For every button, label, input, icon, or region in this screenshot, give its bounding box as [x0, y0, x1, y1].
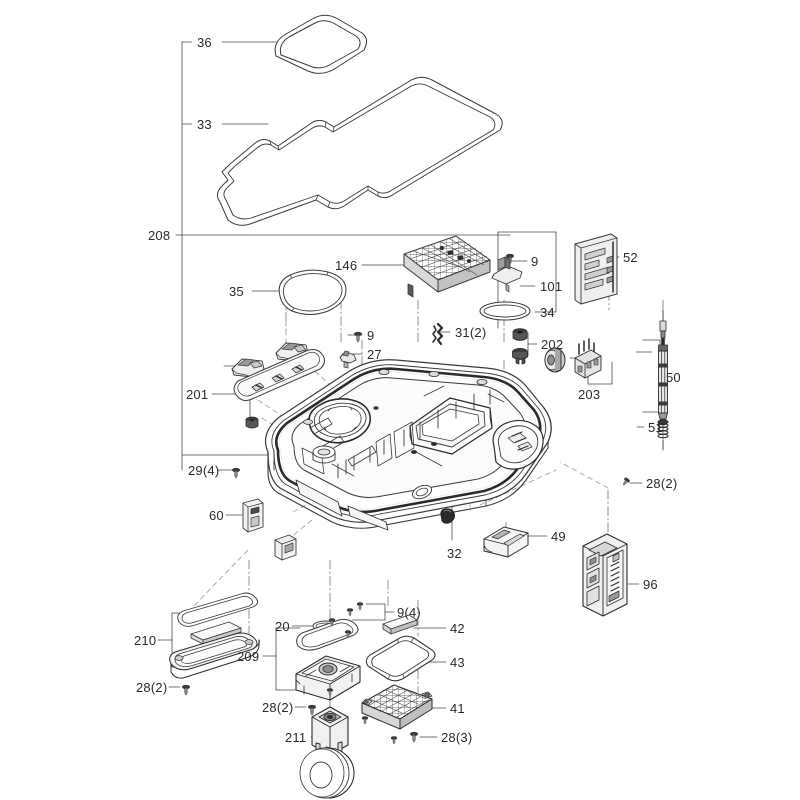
- part-label-29: 29(4): [188, 463, 220, 478]
- part-label-51: 51: [648, 420, 663, 435]
- part-label-35: 35: [229, 284, 244, 299]
- part-label-203: 203: [578, 387, 601, 402]
- part-label-33: 33: [197, 117, 212, 132]
- part-label-210: 210: [134, 633, 157, 648]
- part-label-201: 201: [186, 387, 209, 402]
- part-label-96: 96: [643, 577, 658, 592]
- part-label-28-a: 28(2): [646, 476, 678, 491]
- part-label-32: 32: [447, 546, 462, 561]
- part-label-43: 43: [450, 655, 465, 670]
- part-label-9-a: 9: [367, 328, 375, 343]
- part-label-9-b: 9: [531, 254, 539, 269]
- part-label-28-c: 28(2): [262, 700, 294, 715]
- part-label-101: 101: [540, 279, 563, 294]
- part-label-28-d: 28(3): [441, 730, 473, 745]
- part-label-52: 52: [623, 250, 638, 265]
- part-label-36: 36: [197, 35, 212, 50]
- part-label-34: 34: [540, 305, 555, 320]
- part-label-60: 60: [209, 508, 224, 523]
- part-label-146: 146: [335, 258, 358, 273]
- part-label-27: 27: [367, 347, 382, 362]
- part-label-42: 42: [450, 621, 465, 636]
- part-label-28-b: 28(2): [136, 680, 168, 695]
- part-label-208: 208: [148, 228, 171, 243]
- part-label-9-c: 9(4): [397, 605, 421, 620]
- part-label-50: 50: [666, 370, 681, 385]
- part-label-211: 211: [285, 730, 307, 745]
- part-label-20: 20: [275, 619, 290, 634]
- part-label-41: 41: [450, 701, 465, 716]
- part-label-31: 31(2): [455, 325, 487, 340]
- part-label-49: 49: [551, 529, 566, 544]
- part-label-209: 209: [237, 649, 260, 664]
- part-label-202: 202: [541, 337, 564, 352]
